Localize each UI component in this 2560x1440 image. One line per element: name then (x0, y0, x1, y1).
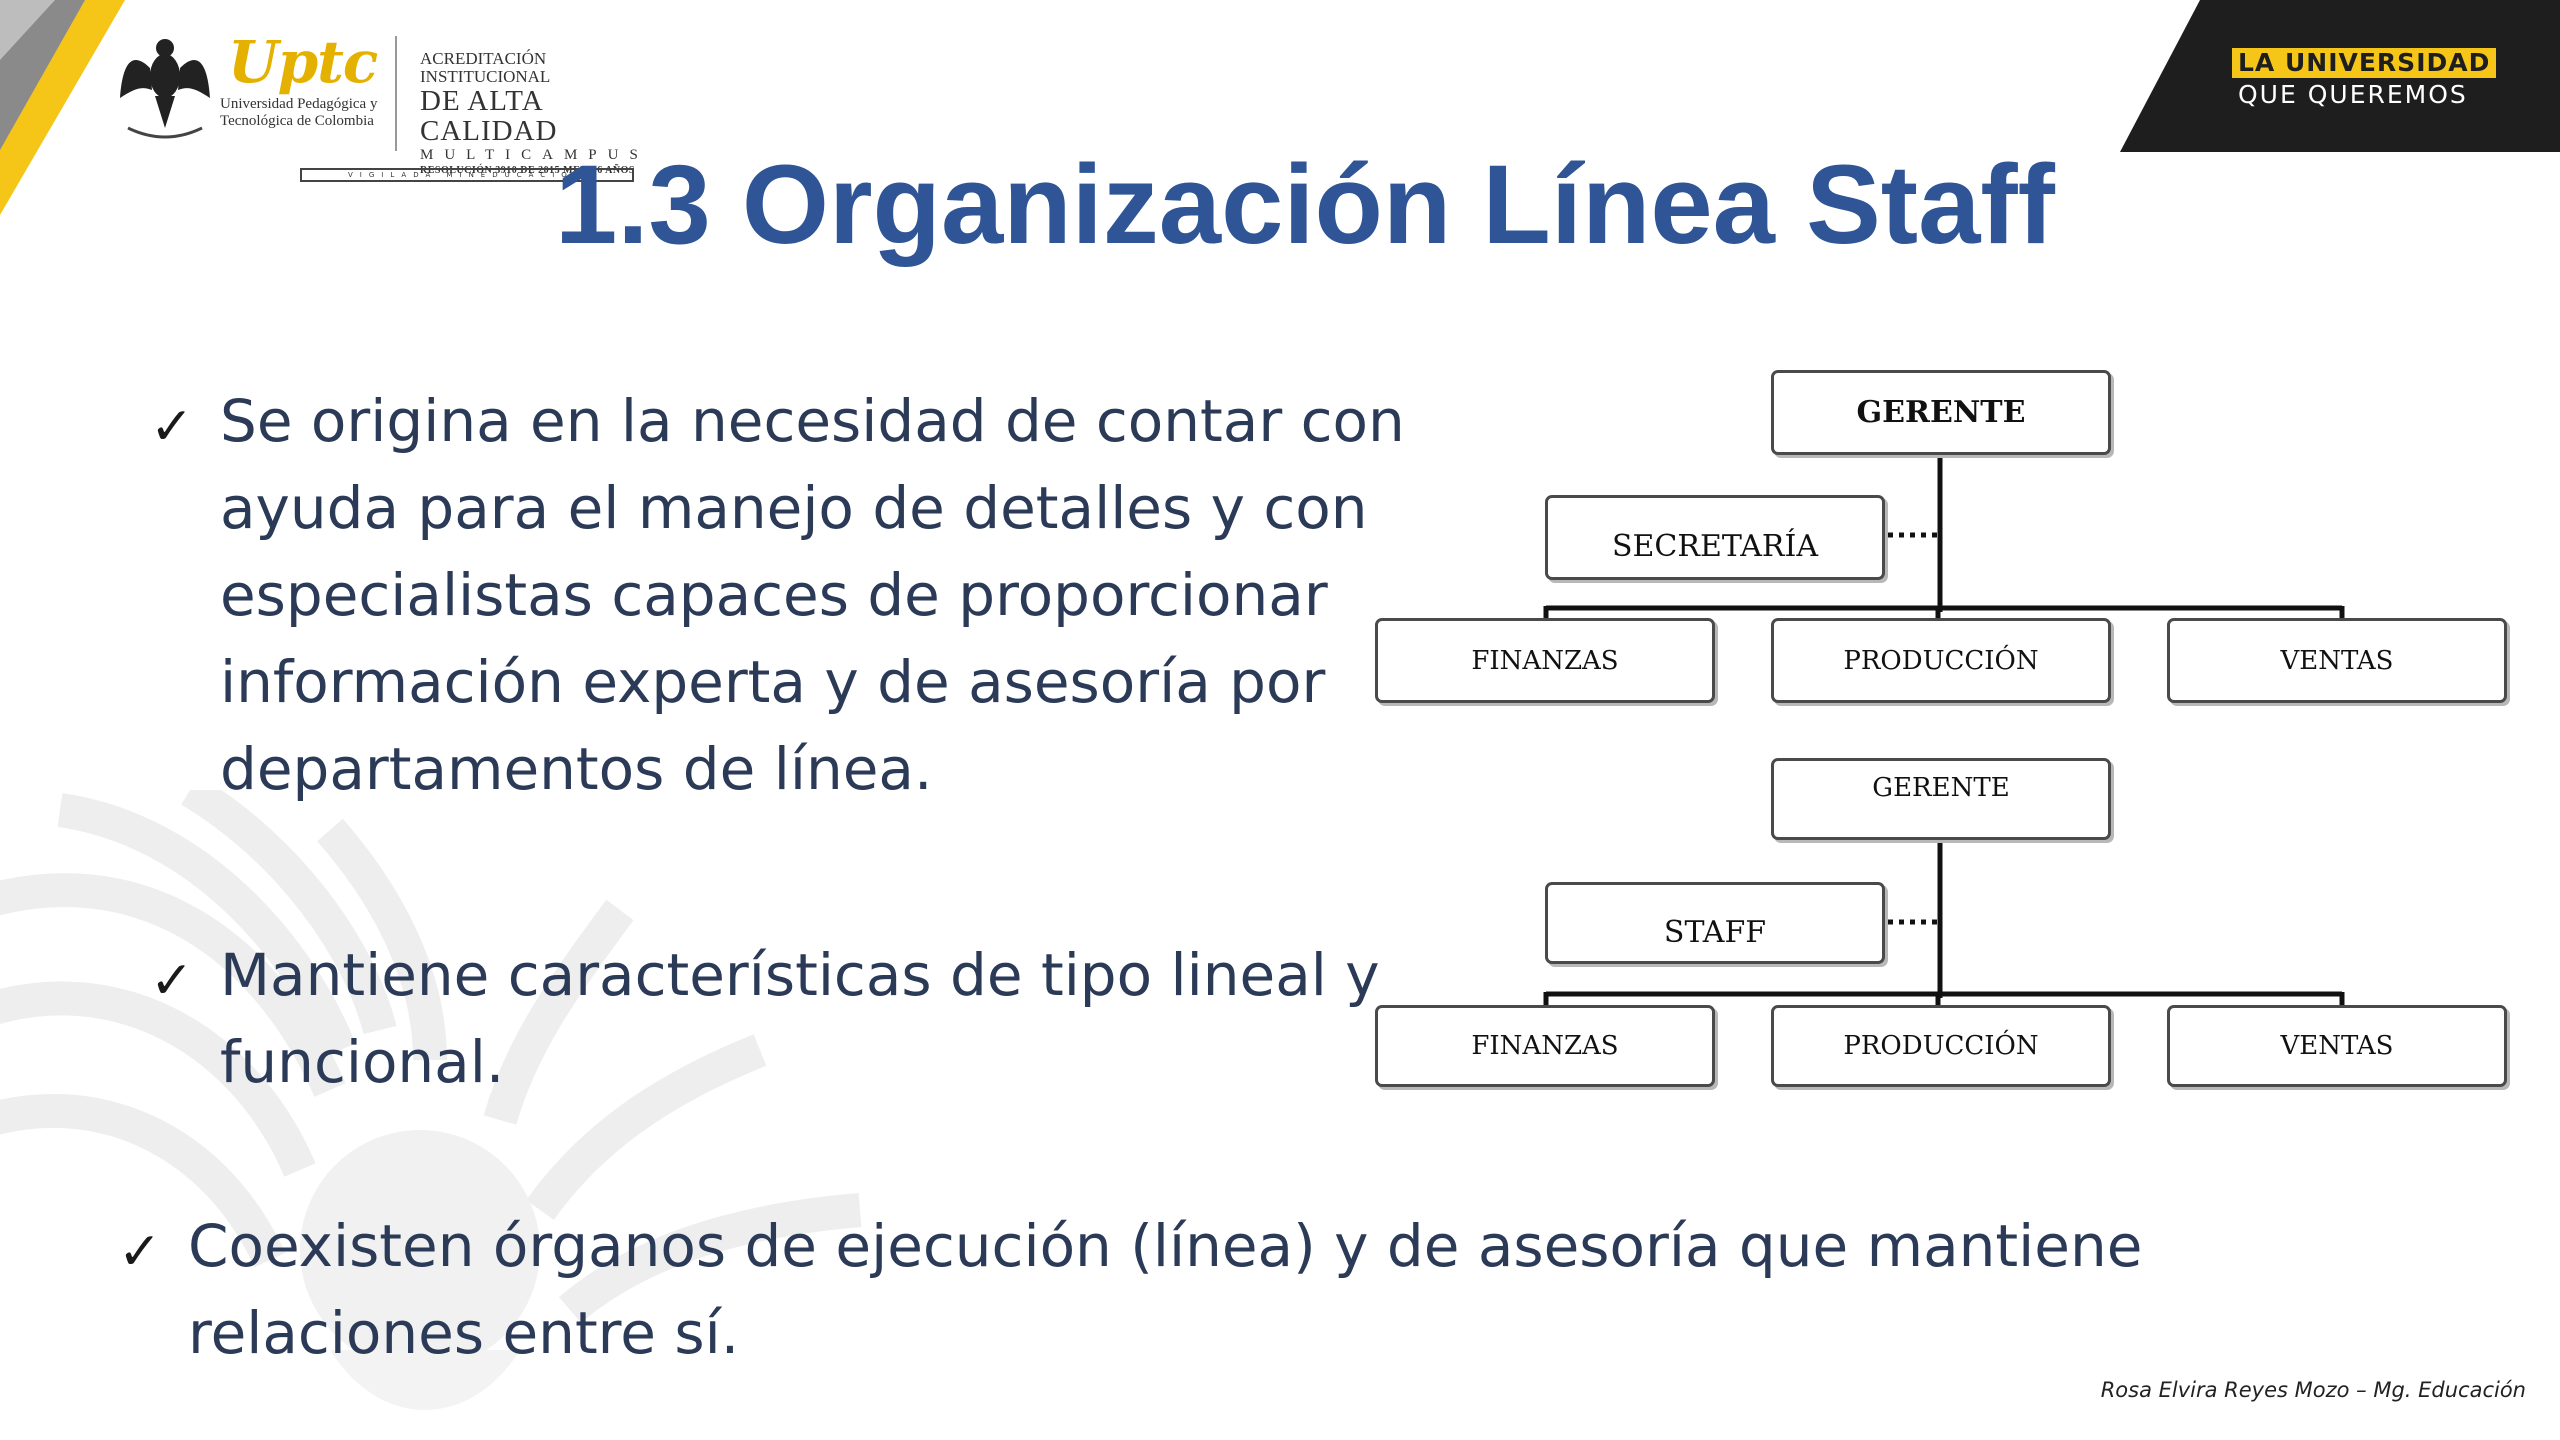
bullet-1-line-5: departamentos de línea. (220, 735, 933, 803)
logo-divider (395, 36, 397, 151)
university-subtitle-line-1: Universidad Pedagógica y (220, 96, 378, 112)
bullet-2: ✓ Mantiene características de tipo linea… (150, 932, 1400, 1112)
org-node-gerente-2: GERENTE (1771, 758, 2111, 840)
slide-title: 1.3 Organización Línea Staff (555, 142, 2055, 267)
coat-of-arms-icon (120, 39, 210, 139)
accreditation-line-1: ACREDITACIÓN INSTITUCIONAL (420, 49, 551, 86)
bullet-3-line-1: Coexisten órganos de ejecución (línea) y… (188, 1212, 2143, 1280)
org-node-produccion: PRODUCCIÓN (1771, 618, 2111, 703)
accreditation-line-2: DE ALTA CALIDAD (420, 85, 558, 147)
slogan-line-2: QUE QUEREMOS (2238, 80, 2468, 109)
slogan-line-1: LA UNIVERSIDAD (2232, 48, 2497, 78)
slogan: LA UNIVERSIDAD QUE QUEREMOS (2232, 48, 2552, 112)
checkmark-icon: ✓ (150, 951, 194, 1011)
footer-author: Rosa Elvira Reyes Mozo – Mg. Educación (2100, 1378, 2526, 1402)
bullet-1-line-1: Se origina en la necesidad de contar con (220, 387, 1405, 455)
org-node-secretaria: SECRETARÍA (1545, 495, 1885, 580)
bullet-1-line-3: especialistas capaces de proporcionar (220, 561, 1328, 629)
university-subtitle-line-2: Tecnológica de Colombia (220, 113, 374, 129)
org-node-finanzas: FINANZAS (1375, 618, 1715, 703)
org-node-finanzas-2: FINANZAS (1375, 1005, 1715, 1087)
bullet-1-line-4: información experta y de asesoría por (220, 648, 1326, 716)
vigilada-label: VIGILADA MINEDUCACIÓN (300, 168, 634, 182)
bullet-1-line-2: ayuda para el manejo de detalles y con (220, 474, 1368, 542)
university-logo: Uptc Universidad Pedagógica y Tecnológic… (120, 28, 680, 182)
org-node-gerente: GERENTE (1771, 370, 2111, 455)
bullet-2-line-1: Mantiene características de tipo lineal … (220, 941, 1380, 1009)
eagle-watermark-icon (0, 790, 862, 1410)
bullet-3-line-2: relaciones entre sí. (188, 1299, 740, 1367)
org-node-produccion-2: PRODUCCIÓN (1771, 1005, 2111, 1087)
bullet-3: ✓ Coexisten órganos de ejecución (línea)… (118, 1203, 2218, 1383)
accreditation-line-3: MULTICAMPUS (420, 147, 649, 163)
checkmark-icon: ✓ (150, 397, 194, 457)
university-name: Uptc (228, 28, 378, 96)
accreditation-line-4: RESOLUCIÓN 3910 DE 2015 MEN / 6 AÑOS (420, 165, 635, 176)
checkmark-icon: ✓ (118, 1222, 162, 1282)
university-subtitle: Universidad Pedagógica y Tecnológica de … (220, 96, 377, 130)
bullet-1: ✓ Se origina en la necesidad de contar c… (150, 378, 1405, 818)
bullet-2-line-2: funcional. (220, 1028, 505, 1096)
org-node-ventas: VENTAS (2167, 618, 2507, 703)
org-node-ventas-2: VENTAS (2167, 1005, 2507, 1087)
org-chart-connectors (1543, 455, 2345, 1006)
accreditation-block: ACREDITACIÓN INSTITUCIONAL DE ALTA CALID… (420, 50, 680, 178)
org-node-staff: STAFF (1545, 882, 1885, 964)
corner-decoration-left (0, 0, 125, 215)
org-chart-image: GERENTE SECRETARÍA FINANZAS PRODUCCIÓN V… (1350, 350, 2560, 1105)
